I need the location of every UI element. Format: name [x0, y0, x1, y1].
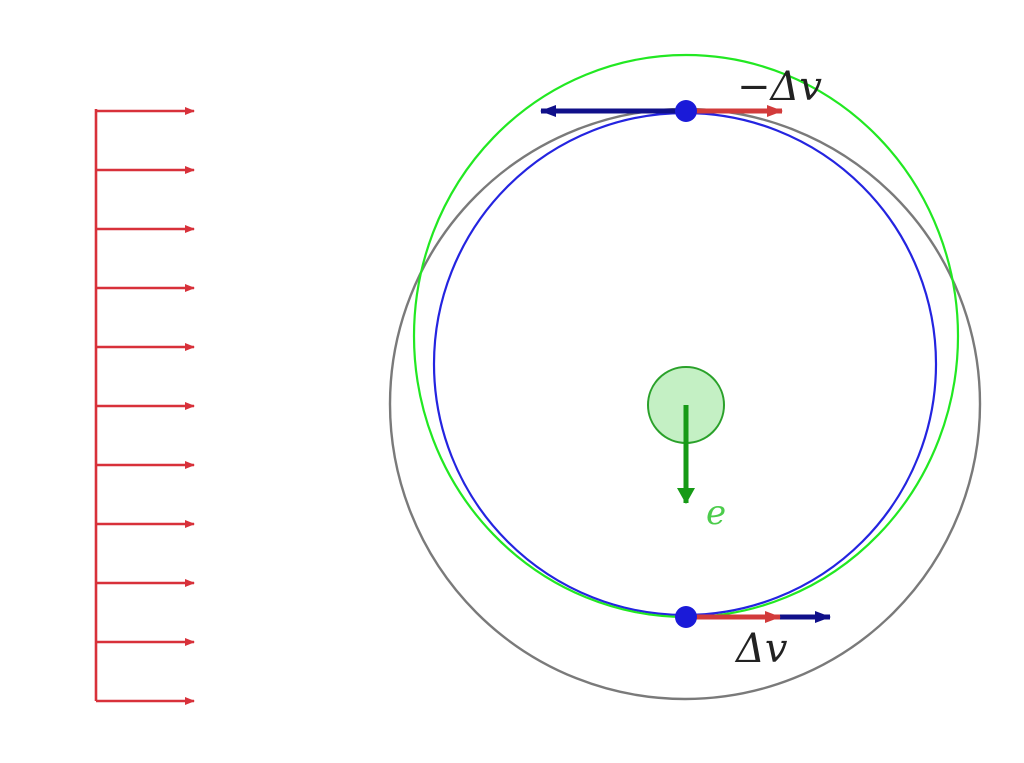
perturbed-orbit	[412, 53, 960, 619]
eccentricity-label: e	[706, 493, 726, 533]
original-orbit	[432, 111, 938, 617]
top-body	[675, 100, 697, 122]
field-arrows	[96, 107, 195, 705]
central-body-group: e	[647, 366, 726, 533]
bottom-body	[675, 606, 697, 628]
top-point-group: −Δv	[540, 64, 822, 122]
bottom-point-group: Δv	[675, 606, 831, 672]
uniform-field	[94, 107, 195, 705]
delta-v-label: Δv	[734, 626, 788, 672]
neg-delta-v-label: −Δv	[737, 64, 822, 110]
